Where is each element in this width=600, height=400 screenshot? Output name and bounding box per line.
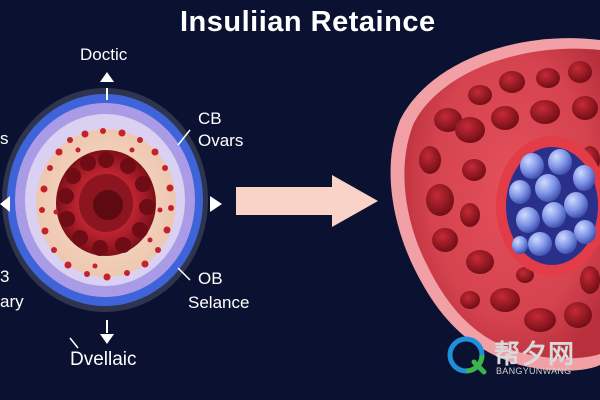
- left-cell: [2, 88, 208, 312]
- label-left-top: s: [0, 129, 9, 148]
- label-ob: OB: [198, 269, 223, 288]
- leader-line-cb: [177, 129, 191, 146]
- label-selance: Selance: [188, 293, 250, 312]
- left-cell-red-dots: [39, 128, 174, 281]
- left-cell-inner-spheres: [58, 152, 155, 256]
- watermark: 帮夕网 BANGYUNWANG: [444, 328, 600, 384]
- arrow-icon-right: [210, 196, 222, 212]
- label-ovars: Ovars: [198, 131, 244, 150]
- arrow-icon-center: [236, 175, 378, 227]
- arrow-icon-up: [100, 72, 114, 100]
- label-cb: CB: [198, 109, 222, 128]
- label-doctic: Doctic: [80, 45, 128, 64]
- label-dvellaic: Dvellaic: [70, 349, 137, 370]
- label-left-b1: 3: [0, 267, 10, 286]
- nucleus-blue-cells: [509, 149, 596, 256]
- leader-line-ob: [177, 267, 191, 281]
- arrow-icon-down: [100, 320, 114, 344]
- right-tissue: [390, 38, 600, 371]
- diagram-title: Insuliian Retaince: [180, 6, 436, 38]
- q-logo-icon: [447, 336, 487, 375]
- arrow-icon-left: [0, 196, 10, 212]
- watermark-chinese: 帮夕网: [494, 340, 576, 370]
- label-left-b2: ary: [0, 292, 24, 311]
- watermark-english: BANGYUNWANG: [496, 366, 572, 376]
- tissue-blobs: [419, 61, 600, 332]
- leader-line-dvellaic: [69, 337, 79, 349]
